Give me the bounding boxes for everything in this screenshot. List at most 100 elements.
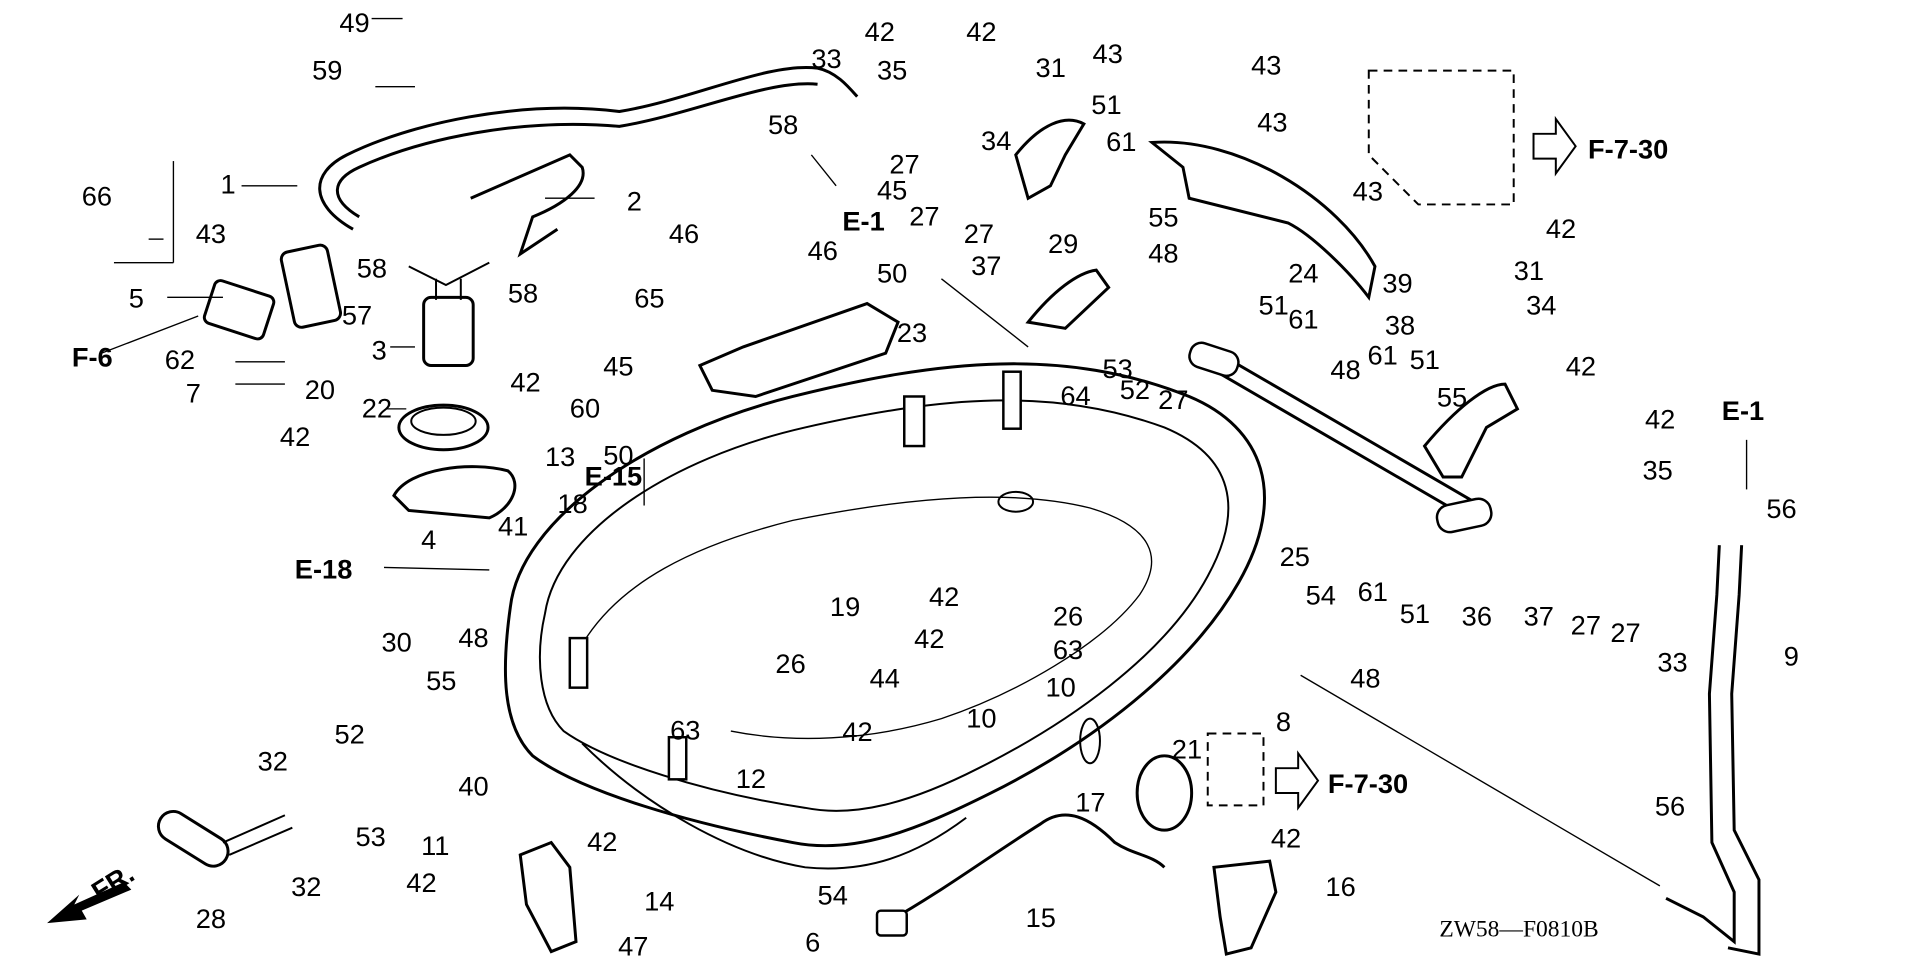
callout-part-42[interactable]: 42 bbox=[587, 826, 617, 857]
callout-part-32[interactable]: 32 bbox=[258, 746, 288, 777]
callout-part-39[interactable]: 39 bbox=[1382, 267, 1412, 298]
callout-part-23[interactable]: 23 bbox=[897, 317, 927, 348]
callout-part-56[interactable]: 56 bbox=[1655, 790, 1685, 821]
callout-part-21[interactable]: 21 bbox=[1172, 733, 1202, 764]
callout-part-57[interactable]: 57 bbox=[342, 300, 372, 331]
callout-part-4[interactable]: 4 bbox=[421, 524, 436, 555]
callout-part-27[interactable]: 27 bbox=[889, 148, 919, 179]
callout-part-51[interactable]: 51 bbox=[1259, 290, 1289, 321]
callout-part-43[interactable]: 43 bbox=[1093, 38, 1123, 69]
callout-part-48[interactable]: 48 bbox=[458, 622, 488, 653]
callout-part-33[interactable]: 33 bbox=[811, 43, 841, 74]
callout-part-46[interactable]: 46 bbox=[808, 235, 838, 266]
callout-part-42[interactable]: 42 bbox=[1566, 350, 1596, 381]
callout-part-55[interactable]: 55 bbox=[1437, 381, 1467, 412]
callout-part-54[interactable]: 54 bbox=[818, 879, 848, 910]
callout-part-24[interactable]: 24 bbox=[1288, 257, 1318, 288]
callout-part-17[interactable]: 17 bbox=[1075, 787, 1105, 818]
callout-part-26[interactable]: 26 bbox=[775, 648, 805, 679]
callout-part-61[interactable]: 61 bbox=[1106, 126, 1136, 157]
callout-part-37[interactable]: 37 bbox=[971, 250, 1001, 281]
callout-part-44[interactable]: 44 bbox=[870, 663, 900, 694]
callout-part-33[interactable]: 33 bbox=[1657, 647, 1687, 678]
callout-part-55[interactable]: 55 bbox=[1148, 202, 1178, 233]
callout-part-65[interactable]: 65 bbox=[634, 282, 664, 313]
callout-part-11[interactable]: 11 bbox=[421, 830, 449, 861]
callout-part-51[interactable]: 51 bbox=[1410, 344, 1440, 375]
callout-part-61[interactable]: 61 bbox=[1288, 303, 1318, 334]
callout-part-8[interactable]: 8 bbox=[1276, 706, 1291, 737]
ref-f730-top[interactable]: F-7-30 bbox=[1588, 134, 1668, 165]
callout-part-49[interactable]: 49 bbox=[339, 7, 369, 38]
callout-part-45[interactable]: 45 bbox=[877, 174, 907, 205]
callout-part-45[interactable]: 45 bbox=[603, 350, 633, 381]
callout-part-47[interactable]: 47 bbox=[618, 930, 648, 959]
callout-part-19[interactable]: 19 bbox=[830, 591, 860, 622]
ref-e15[interactable]: E-15 bbox=[585, 461, 643, 492]
callout-part-3[interactable]: 3 bbox=[372, 334, 387, 365]
callout-part-28[interactable]: 28 bbox=[196, 903, 226, 934]
callout-part-34[interactable]: 34 bbox=[981, 125, 1011, 156]
callout-part-48[interactable]: 48 bbox=[1330, 354, 1360, 385]
callout-part-27[interactable]: 27 bbox=[909, 200, 939, 231]
callout-part-56[interactable]: 56 bbox=[1766, 493, 1796, 524]
callout-part-51[interactable]: 51 bbox=[1400, 598, 1430, 629]
callout-part-42[interactable]: 42 bbox=[510, 367, 540, 398]
callout-part-42[interactable]: 42 bbox=[865, 16, 895, 47]
ref-e18[interactable]: E-18 bbox=[295, 554, 353, 585]
callout-part-54[interactable]: 54 bbox=[1306, 580, 1336, 611]
callout-part-41[interactable]: 41 bbox=[498, 510, 528, 541]
callout-part-66[interactable]: 66 bbox=[82, 181, 112, 212]
callout-part-50[interactable]: 50 bbox=[877, 257, 907, 288]
callout-part-43[interactable]: 43 bbox=[196, 218, 226, 249]
callout-part-35[interactable]: 35 bbox=[1643, 454, 1673, 485]
callout-part-18[interactable]: 18 bbox=[557, 488, 587, 519]
callout-part-10[interactable]: 10 bbox=[966, 702, 996, 733]
callout-part-46[interactable]: 46 bbox=[669, 218, 699, 249]
callout-part-36[interactable]: 36 bbox=[1462, 601, 1492, 632]
callout-part-59[interactable]: 59 bbox=[312, 54, 342, 85]
callout-part-61[interactable]: 61 bbox=[1358, 576, 1388, 607]
callout-part-6[interactable]: 6 bbox=[805, 927, 820, 958]
callout-part-22[interactable]: 22 bbox=[362, 393, 392, 424]
callout-part-48[interactable]: 48 bbox=[1350, 663, 1380, 694]
callout-part-26[interactable]: 26 bbox=[1053, 601, 1083, 632]
callout-part-12[interactable]: 12 bbox=[736, 763, 766, 794]
callout-part-42[interactable]: 42 bbox=[1546, 213, 1576, 244]
callout-part-48[interactable]: 48 bbox=[1148, 238, 1178, 269]
callout-part-31[interactable]: 31 bbox=[1514, 255, 1544, 286]
callout-part-13[interactable]: 13 bbox=[545, 441, 575, 472]
callout-part-14[interactable]: 14 bbox=[644, 886, 674, 917]
callout-part-58[interactable]: 58 bbox=[508, 277, 538, 308]
callout-part-1[interactable]: 1 bbox=[220, 168, 235, 199]
callout-part-5[interactable]: 5 bbox=[129, 282, 144, 313]
callout-part-38[interactable]: 38 bbox=[1385, 310, 1415, 341]
callout-part-43[interactable]: 43 bbox=[1251, 49, 1281, 80]
callout-part-7[interactable]: 7 bbox=[186, 378, 201, 409]
callout-part-63[interactable]: 63 bbox=[1053, 634, 1083, 665]
callout-part-32[interactable]: 32 bbox=[291, 871, 321, 902]
callout-part-53[interactable]: 53 bbox=[1102, 353, 1132, 384]
callout-part-42[interactable]: 42 bbox=[929, 581, 959, 612]
callout-part-42[interactable]: 42 bbox=[914, 623, 944, 654]
callout-part-51[interactable]: 51 bbox=[1091, 89, 1121, 120]
callout-part-42[interactable]: 42 bbox=[1271, 822, 1301, 853]
callout-part-53[interactable]: 53 bbox=[356, 821, 386, 852]
callout-part-55[interactable]: 55 bbox=[426, 665, 456, 696]
callout-part-27[interactable]: 27 bbox=[1571, 609, 1601, 640]
callout-part-27[interactable]: 27 bbox=[964, 218, 994, 249]
callout-part-34[interactable]: 34 bbox=[1526, 290, 1556, 321]
callout-part-42[interactable]: 42 bbox=[966, 16, 996, 47]
callout-part-43[interactable]: 43 bbox=[1353, 176, 1383, 207]
callout-part-31[interactable]: 31 bbox=[1036, 52, 1066, 83]
callout-part-60[interactable]: 60 bbox=[570, 393, 600, 424]
callout-part-40[interactable]: 40 bbox=[458, 770, 488, 801]
callout-part-63[interactable]: 63 bbox=[670, 715, 700, 746]
callout-part-42[interactable]: 42 bbox=[1645, 404, 1675, 435]
ref-f6[interactable]: F-6 bbox=[72, 342, 113, 373]
callout-part-42[interactable]: 42 bbox=[280, 421, 310, 452]
callout-part-37[interactable]: 37 bbox=[1524, 601, 1554, 632]
callout-part-61[interactable]: 61 bbox=[1368, 339, 1398, 370]
callout-part-52[interactable]: 52 bbox=[1120, 374, 1150, 405]
callout-part-62[interactable]: 62 bbox=[165, 344, 195, 375]
